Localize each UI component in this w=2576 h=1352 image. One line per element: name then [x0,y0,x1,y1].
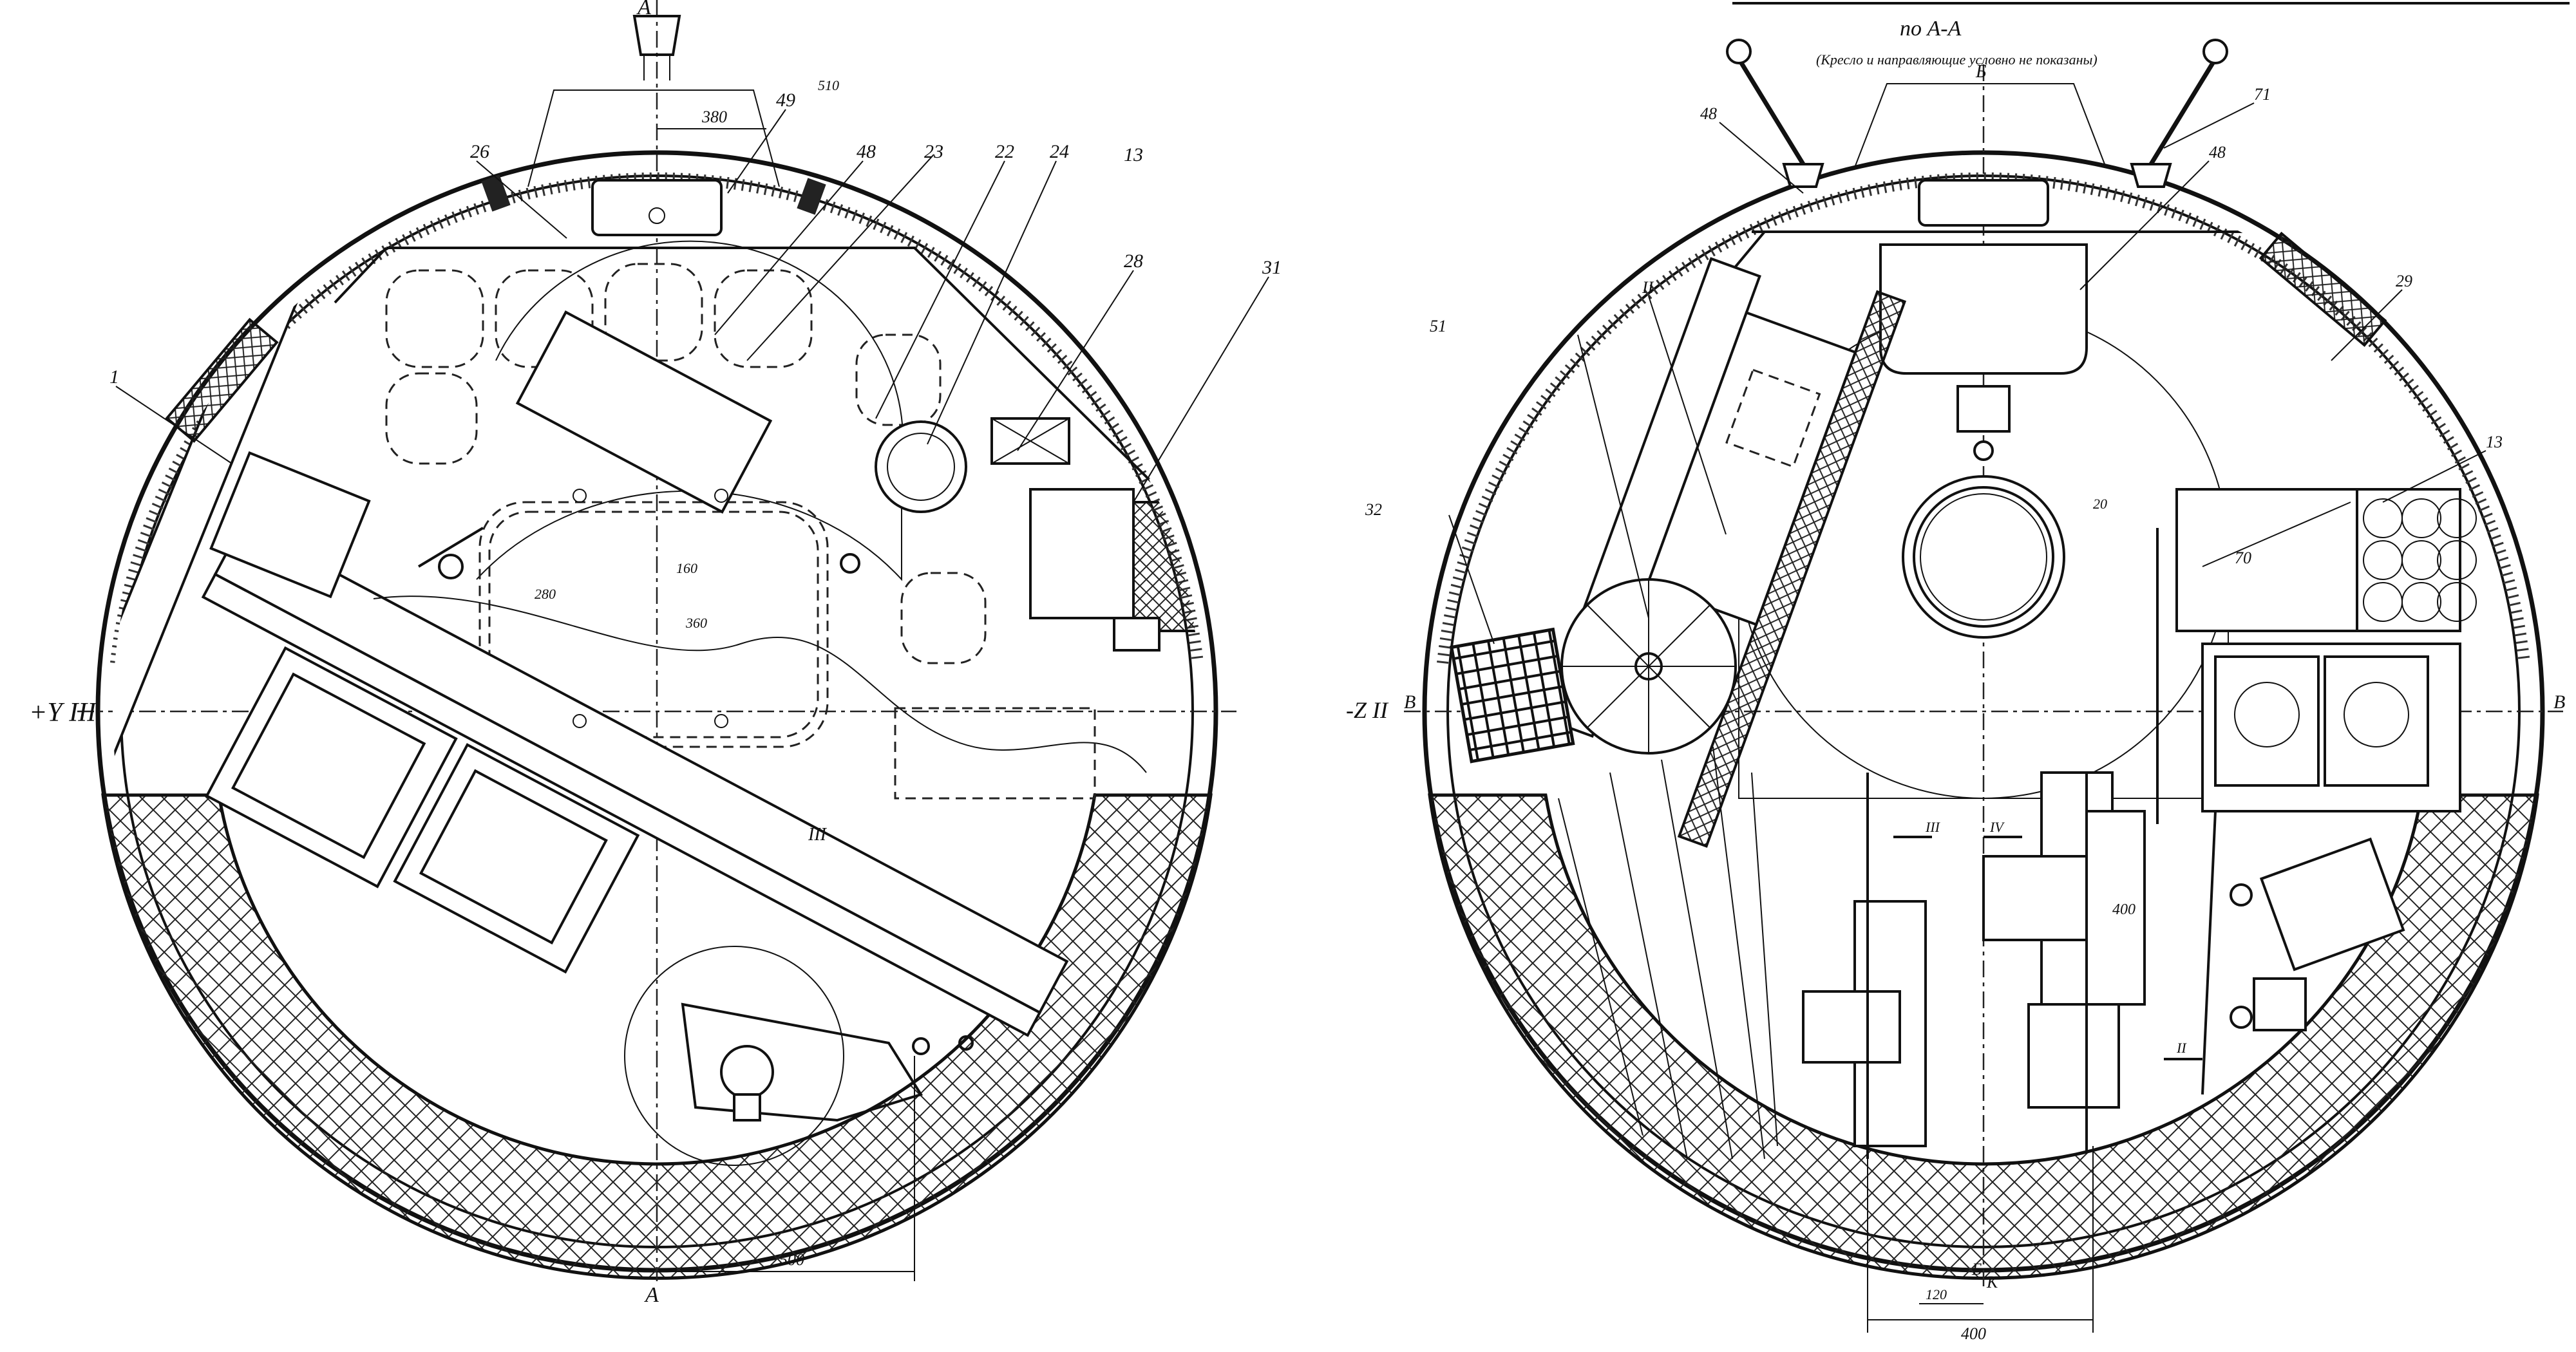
right-axis-label-right: B [2553,691,2565,713]
right-antennas [1726,39,2228,188]
left-callout-48: 48 [857,141,876,162]
left-dim-160: 160 [676,560,697,576]
left-axis-label: +Y III [29,698,97,728]
right-arrow-III: III [1925,819,1941,835]
right-callout-13: 13 [2486,433,2503,451]
left-dim-280: 280 [535,586,556,602]
left-dim-360: 360 [685,615,707,631]
right-dim-400-mid: 400 [2112,901,2136,918]
left-section-mark-bottom: A [644,1283,659,1307]
left-callout-24: 24 [1050,141,1069,162]
left-dim-510: 510 [818,77,839,93]
left-top-antenna [632,15,681,56]
right-callout-48a: 48 [1700,104,1717,123]
right-axis-label-left-b: B [1404,691,1416,713]
right-section-view: по А-А (Кресло и направляющие условно не… [1346,2,2570,1343]
left-control-panel [515,310,773,514]
right-dim-400-bottom: 400 [1961,1324,1986,1343]
right-heat-shield [1428,793,2539,1280]
right-note: (Кресло и направляющие условно не показа… [1816,52,2098,68]
left-marker-III: III [808,825,828,845]
right-callout-48b: 48 [2209,143,2226,162]
right-callout-70: 70 [2235,549,2251,567]
right-arrow-IV: IV [1989,819,2005,835]
left-callout-49: 49 [776,89,795,111]
right-callout-II: II [1642,278,1654,297]
right-dim-20: 20 [2093,496,2107,512]
left-section-mark-top: A [636,0,651,19]
left-callout-31: 31 [1262,257,1282,278]
left-callout-26: 26 [470,141,489,162]
right-axis-label-left: -Z II [1346,697,1389,723]
left-equipment-box [205,646,458,888]
left-porthole [1029,488,1135,619]
left-callout-28: 28 [1124,250,1143,272]
right-heading: по А-А [1900,17,1962,41]
left-dim-380: 380 [701,108,727,126]
left-callout-23: 23 [924,141,943,162]
right-axis-top: Б [1975,62,1987,82]
right-arrow-II: II [2176,1040,2187,1056]
left-callout-13: 13 [1124,144,1143,165]
right-callout-71: 71 [2254,85,2271,104]
right-dim-120: 120 [1926,1286,1947,1302]
right-callout-29: 29 [2396,272,2412,290]
right-callout-32: 32 [1365,500,1382,519]
right-porthole [1902,475,2065,639]
right-cylinder-rack [2356,488,2461,632]
right-axis-bottom: Б [1971,1260,1982,1279]
right-grid-box [1449,627,1575,764]
left-callout-22: 22 [995,141,1014,162]
right-callout-51: 51 [1430,317,1446,335]
left-heat-shield [101,793,1213,1280]
left-dim-500: 500 [779,1250,804,1269]
right-axis-bottom-k: K [1986,1273,1999,1291]
left-section-view: 380 500 360 160 280 510 A A +Y III 26 49… [29,0,1282,1307]
left-callout-1: 1 [109,366,119,388]
